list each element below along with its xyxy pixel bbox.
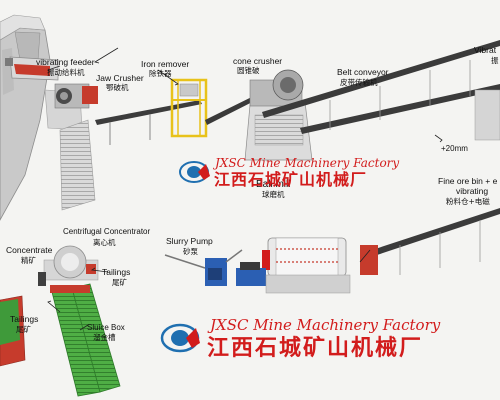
label-fine-ore-bin-cn: 粉料仓+电磁 [446, 197, 490, 206]
jaw-crusher-machine [54, 83, 98, 109]
label-ball-mill-cn: 球磨机 [262, 190, 285, 199]
label-sluice-box: Sluice Box [87, 323, 125, 332]
sluice-box-machine [50, 283, 121, 397]
centrifugal-concentrator-machine [38, 245, 99, 286]
label-vibrating-right: Vibrat [474, 45, 497, 55]
label-tailings-2: Tailings [10, 314, 39, 324]
watermark-cn-bottom: 江西石城矿山机械厂 [207, 335, 424, 361]
label-slurry-pump: Slurry Pump [166, 236, 213, 246]
label-tailings-1: Tailings [102, 267, 131, 277]
label-fine-ore-bin: Fine ore bin + e [438, 176, 498, 186]
vibrating-feeder-machine [5, 56, 59, 81]
label-iron-remover: Iron remover [141, 59, 190, 69]
label-slurry-pump-cn: 砂泵 [183, 247, 198, 256]
label-belt-conveyor-cn: 皮带传输机 [340, 78, 378, 87]
fine-ore-bin-conveyor [360, 208, 500, 275]
iron-remover-machine [170, 78, 208, 138]
watermark-en-top: JXSC Mine Machinery Factory [215, 156, 400, 170]
label-centrifugal-cn: 离心机 [93, 238, 116, 247]
conveyor-belt-2 [262, 40, 500, 118]
label-size-note: +20mm [441, 144, 468, 153]
label-tailings-2-cn: 尾矿 [16, 325, 31, 334]
label-vibrating-feeder-cn: 振动给料机 [47, 68, 85, 77]
flow-arrows [47, 47, 371, 331]
watermark-cn-top: 江西石城矿山机械厂 [214, 170, 368, 189]
label-tailings-1-cn: 尾矿 [112, 278, 127, 287]
cone-crusher-machine [244, 69, 313, 161]
tailings-bin [0, 295, 26, 367]
label-jaw-crusher: Jaw Crusher [96, 73, 144, 83]
jxsc-logo-bottom [160, 323, 200, 353]
label-concentrate-cn: 精矿 [21, 256, 36, 265]
conveyor-belt-3 [300, 84, 500, 134]
label-ball-mill: Ball mill [256, 179, 291, 190]
label-cone-crusher-cn: 圆锥破 [237, 66, 260, 75]
ball-mill-machine [236, 237, 351, 294]
label-cone-crusher: cone crusher [233, 56, 283, 66]
label-belt-conveyor: Belt conveyor [337, 67, 389, 77]
slurry-pump-machine [164, 249, 243, 286]
label-fine-ore-bin-2: vibrating [456, 186, 489, 196]
label-centrifugal: Centrifugal Concentrator [63, 227, 151, 236]
label-jaw-crusher-cn: 鄂破机 [106, 83, 129, 92]
label-vibrating-feeder: vibrating feeder [36, 57, 95, 67]
label-concentrate: Concentrate [6, 245, 53, 255]
label-iron-remover-cn: 除铁器 [149, 69, 172, 78]
label-vibrating-right-cn: 振 [491, 56, 499, 65]
conveyor-belt-1 [95, 100, 202, 125]
jxsc-logo-top [179, 161, 210, 183]
label-sluice-box-cn: 溜金槽 [93, 333, 116, 342]
watermark-en-bottom: JXSC Mine Machinery Factory [210, 316, 441, 334]
stairs [59, 119, 96, 211]
